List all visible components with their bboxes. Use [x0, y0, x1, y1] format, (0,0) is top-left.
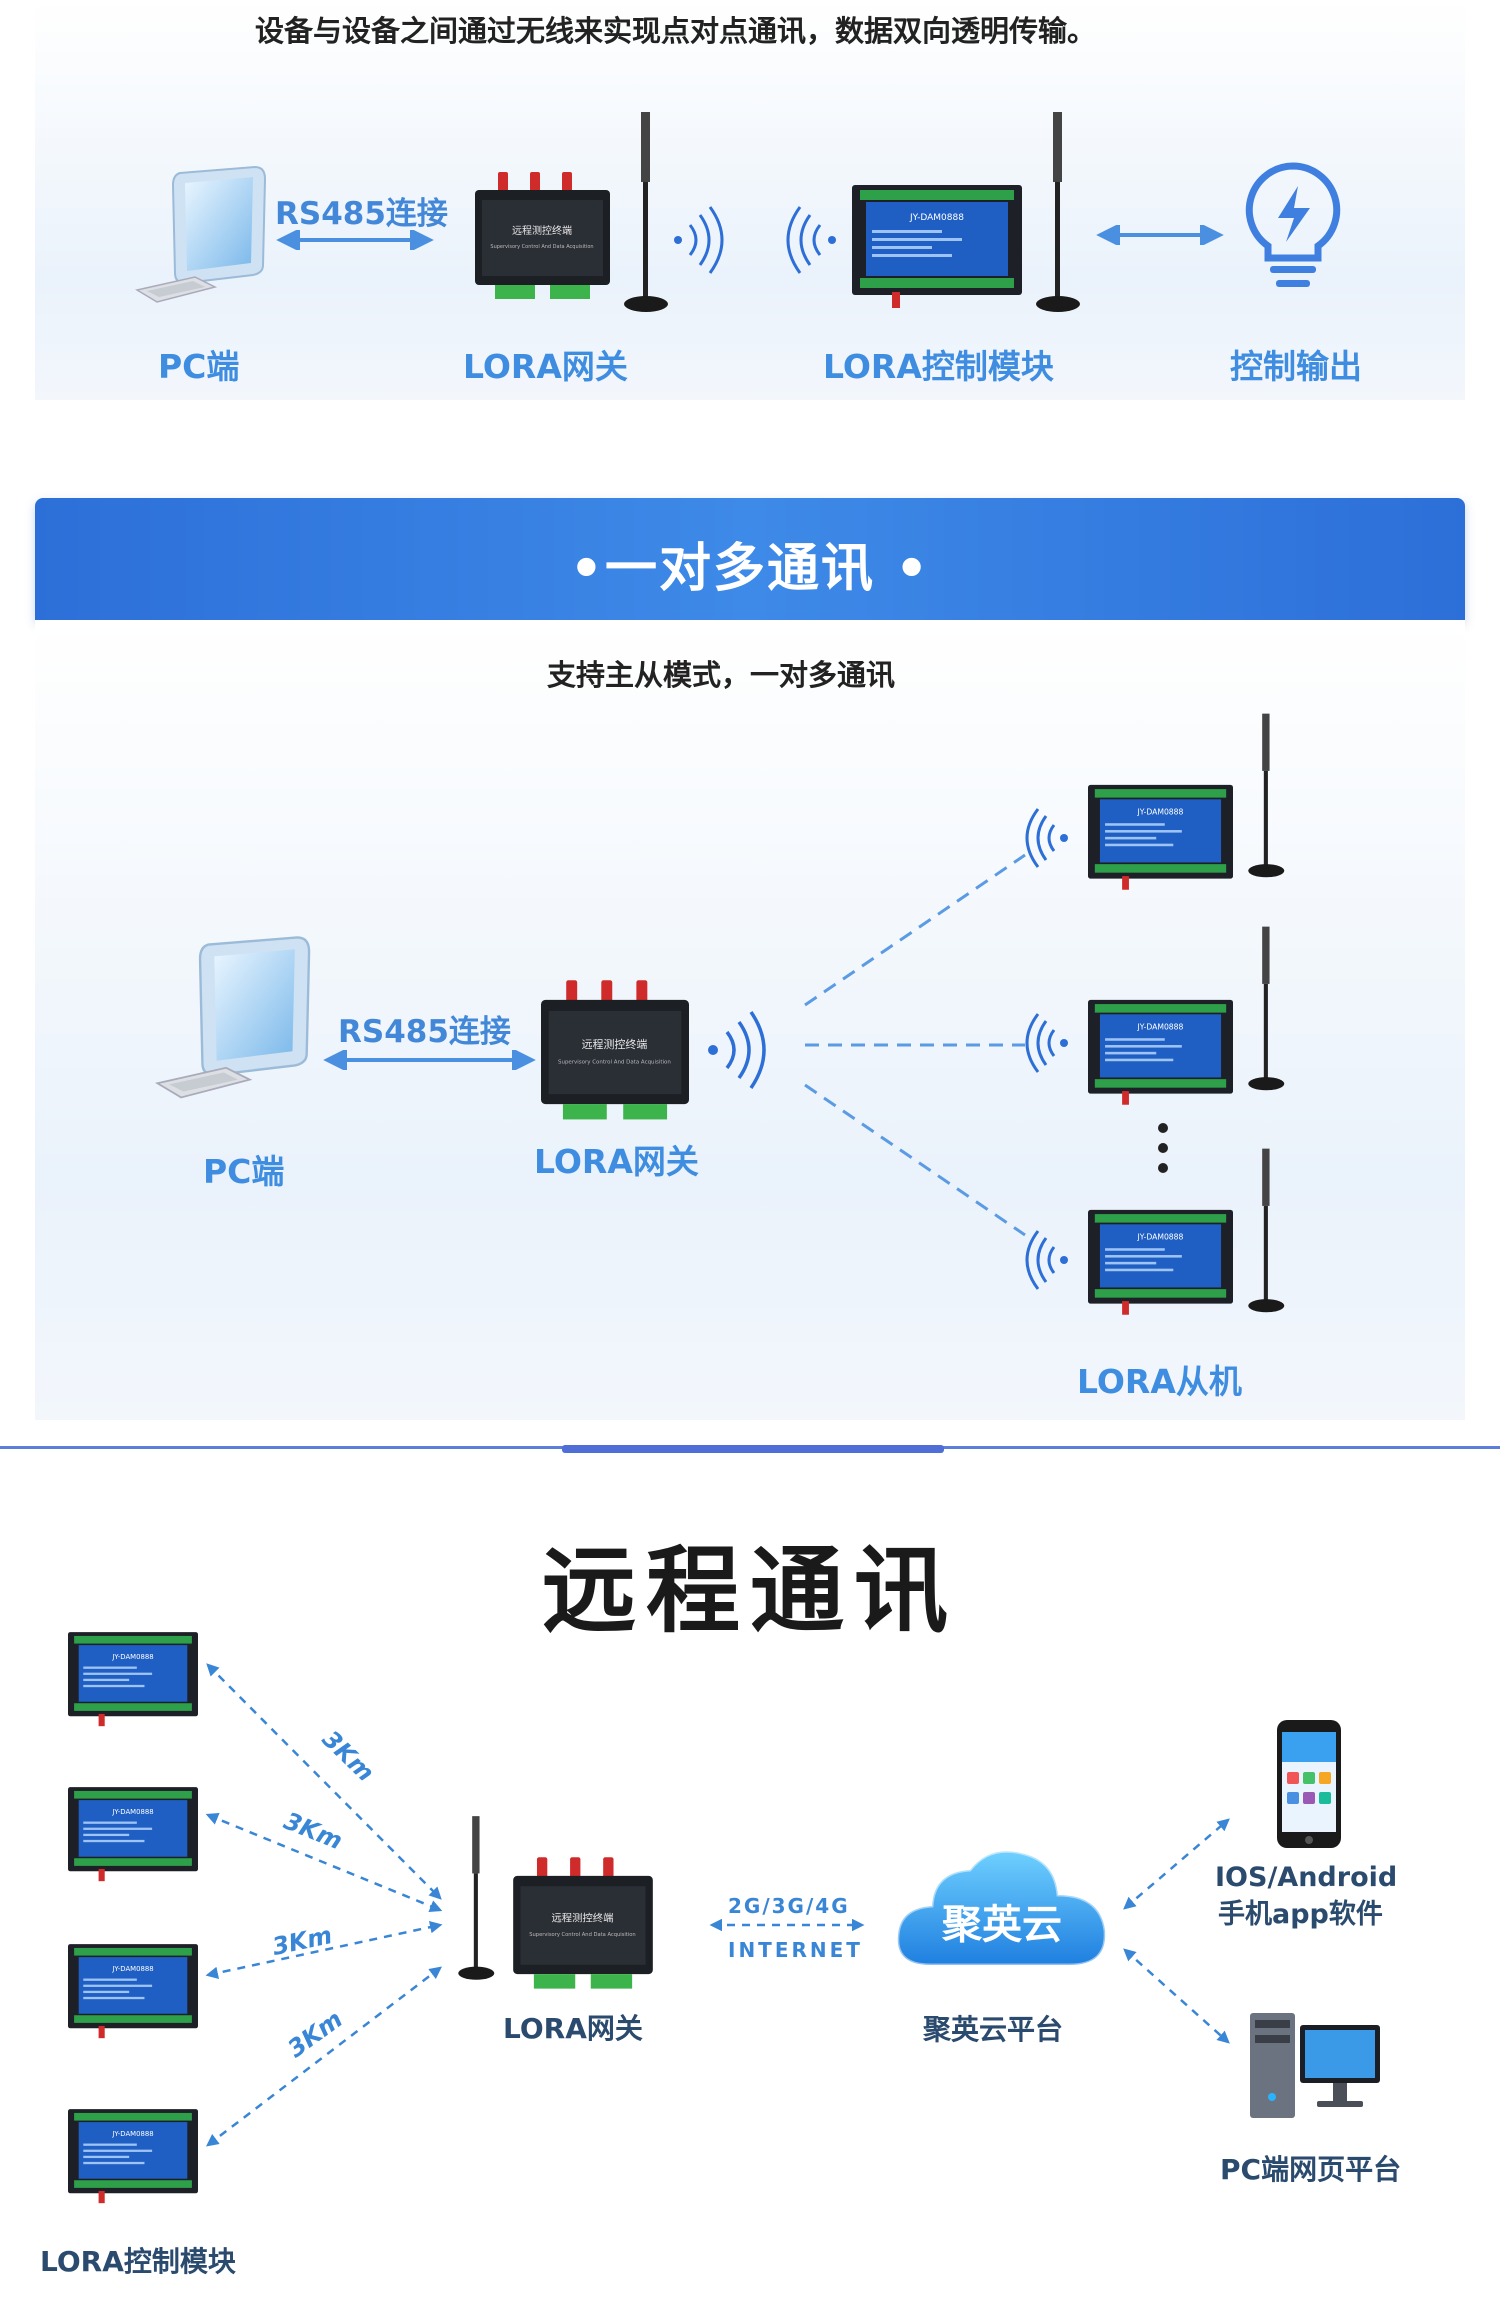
o2m-slaves-label: LORA从机: [1077, 1362, 1242, 1401]
p2p-module-device: JY-DAM0888: [852, 185, 1022, 308]
p2p-module-label: LORA控制模块: [823, 347, 1054, 386]
pc-web-platform-label: PC端网页平台: [1220, 2153, 1402, 2186]
p2p-description: 设备与设备之间通过无线来实现点对点通讯，数据双向透明传输。: [255, 14, 1097, 48]
app-label-line2: 手机app软件: [1218, 1899, 1383, 1930]
gateway-screen-text: 远程测控终端: [582, 1037, 648, 1051]
gateway-screen-subtext: Supervisory Control And Data Acquisition: [558, 1060, 671, 1066]
network-internet-label: INTERNET: [728, 1938, 863, 1962]
p2p-pc-label: PC端: [158, 347, 240, 386]
p2p-output-label: 控制输出: [1230, 347, 1362, 386]
one-to-many-description: 支持主从模式，一对多通讯: [547, 658, 896, 692]
slave-wave-icon: [1025, 1230, 1068, 1290]
p2p-gateway-label: LORA网关: [463, 347, 628, 386]
remote-title: 远程通讯: [541, 1537, 958, 1646]
gateway-screen-subtext: Supervisory Control And Data Acquisition: [529, 1932, 635, 1938]
module-model-text: JY-DAM0888: [909, 213, 964, 223]
remote-gateway-label: LORA网关: [503, 2012, 643, 2045]
slave-module-3: JY-DAM0888: [1088, 1209, 1233, 1315]
slave-antenna-2: [1248, 926, 1285, 1091]
module-model-text: JY-DAM0888: [111, 1653, 153, 1661]
o2m-dashed-links: [804, 853, 1168, 1237]
o2m-pc-label: PC端: [203, 1152, 285, 1191]
gateway-screen-text: 远程测控终端: [512, 224, 572, 237]
remote-dashed-links: [205, 1663, 1230, 2147]
remote-module-2: JY-DAM0888: [68, 1787, 198, 1882]
p2p-link-arrow: [276, 230, 434, 250]
module-model-text: JY-DAM0888: [111, 1808, 153, 1816]
p2p-antenna-1: [624, 112, 668, 312]
slave-antenna-3: [1248, 1148, 1285, 1313]
slave-wave-icon: [1025, 1013, 1068, 1073]
cloud-icon: 聚英云: [896, 1849, 1107, 1967]
cloud-platform-label: 聚英云平台: [923, 2013, 1064, 2046]
module-model-text: JY-DAM0888: [1137, 808, 1184, 817]
module-model-text: JY-DAM0888: [1137, 1233, 1184, 1242]
one-to-many-title: •一对多通讯 •: [569, 539, 931, 599]
o2m-link-arrow: [323, 1050, 536, 1070]
remote-module-4: JY-DAM0888: [68, 2109, 198, 2204]
p2p-gateway-device: 远程测控终端 Supervisory Control And Data Acqu…: [475, 172, 610, 299]
gateway-screen-text: 远程测控终端: [551, 1911, 613, 1924]
remote-module-3: JY-DAM0888: [68, 1944, 198, 2039]
module-model-text: JY-DAM0888: [111, 1965, 153, 1973]
slave-module-1: JY-DAM0888: [1088, 784, 1233, 890]
o2m-link-label: RS485连接: [338, 1014, 511, 1050]
o2m-gateway-device: 远程测控终端 Supervisory Control And Data Acqu…: [541, 980, 689, 1120]
p2p-antenna-2: [1036, 112, 1080, 312]
p2p-link-label: RS485连接: [275, 196, 448, 232]
smartphone-icon: [1277, 1720, 1341, 1848]
slave-wave-icon: [1025, 808, 1068, 868]
pc-monitor-icon: [135, 165, 267, 303]
o2m-gateway-label: LORA网关: [534, 1142, 699, 1181]
section-divider-accent: [562, 1445, 944, 1453]
desktop-computer-icon: [1250, 2013, 1380, 2118]
gateway-screen-subtext: Supervisory Control And Data Acquisition: [490, 244, 593, 250]
o2m-gateway-wave-icon: [708, 1011, 766, 1089]
module-model-text: JY-DAM0888: [111, 2130, 153, 2138]
remote-modules-label: LORA控制模块: [40, 2245, 236, 2278]
network-type-label: 2G/3G/4G: [728, 1894, 850, 1918]
remote-gateway-device: 远程测控终端 Supervisory Control And Data Acqu…: [513, 1857, 653, 1989]
p2p-wave-left-icon: [786, 206, 836, 274]
lightbulb-icon: [1245, 162, 1341, 287]
app-label-line1: IOS/Android: [1215, 1862, 1398, 1893]
slave-antenna-1: [1248, 713, 1285, 878]
one-to-many-banner: •一对多通讯 •: [35, 498, 1465, 620]
p2p-output-arrow: [1096, 225, 1224, 245]
slave-module-2: JY-DAM0888: [1088, 999, 1233, 1105]
pc2-monitor-icon: [155, 936, 311, 1099]
remote-module-1: JY-DAM0888: [68, 1632, 198, 1727]
cloud-logo-text: 聚英云: [941, 1902, 1062, 1948]
module-model-text: JY-DAM0888: [1137, 1023, 1184, 1032]
p2p-wave-right-icon: [674, 206, 724, 274]
p2p-panel: [35, 0, 1465, 400]
remote-gateway-antenna: [458, 1816, 495, 1980]
